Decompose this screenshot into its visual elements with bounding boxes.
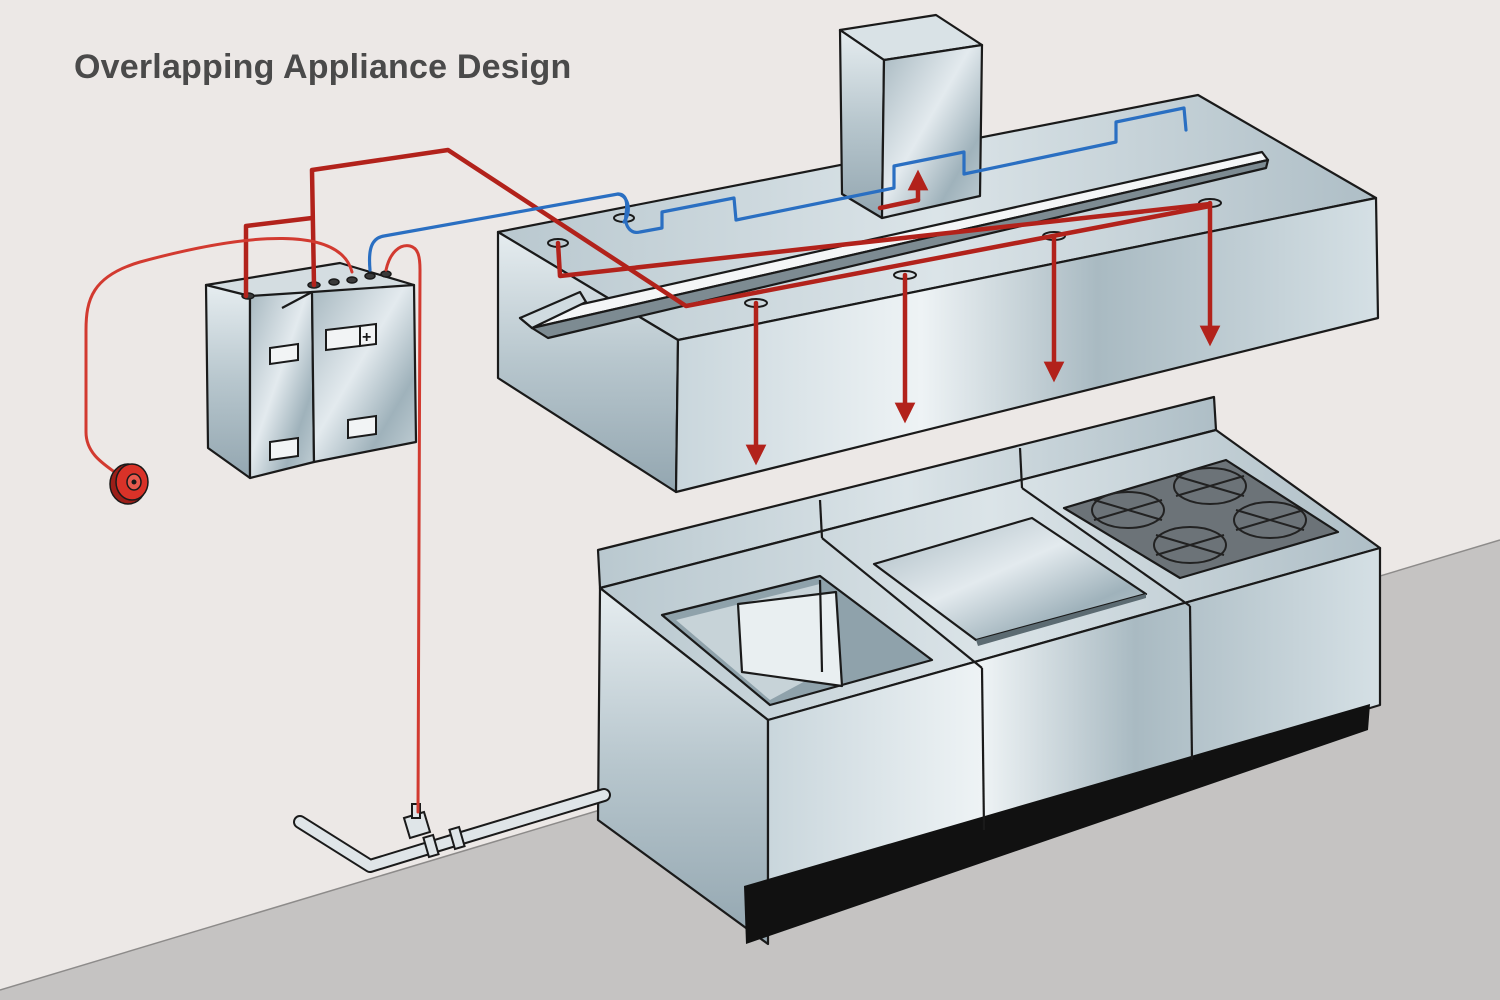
- diagram-title: Overlapping Appliance Design: [74, 48, 572, 86]
- range-burners: [1062, 458, 1340, 580]
- griddle-plate: [872, 516, 1148, 646]
- gas-valve: [402, 803, 432, 840]
- exhaust-hood: [496, 93, 1380, 494]
- control-cabinet: +: [204, 261, 418, 480]
- gas-supply-pipe: [293, 788, 611, 873]
- pull-station-cable: [84, 237, 354, 480]
- agent-distribution-piping: [243, 147, 1213, 309]
- nozzle-discharge-arrows: [745, 169, 1221, 466]
- fryer-well: [660, 574, 934, 707]
- detection-line: [367, 106, 1188, 272]
- svg-text:+: +: [362, 329, 371, 346]
- gas-valve-cable: [384, 244, 422, 814]
- remote-pull-station: [109, 463, 149, 505]
- exhaust-duct: [838, 13, 984, 220]
